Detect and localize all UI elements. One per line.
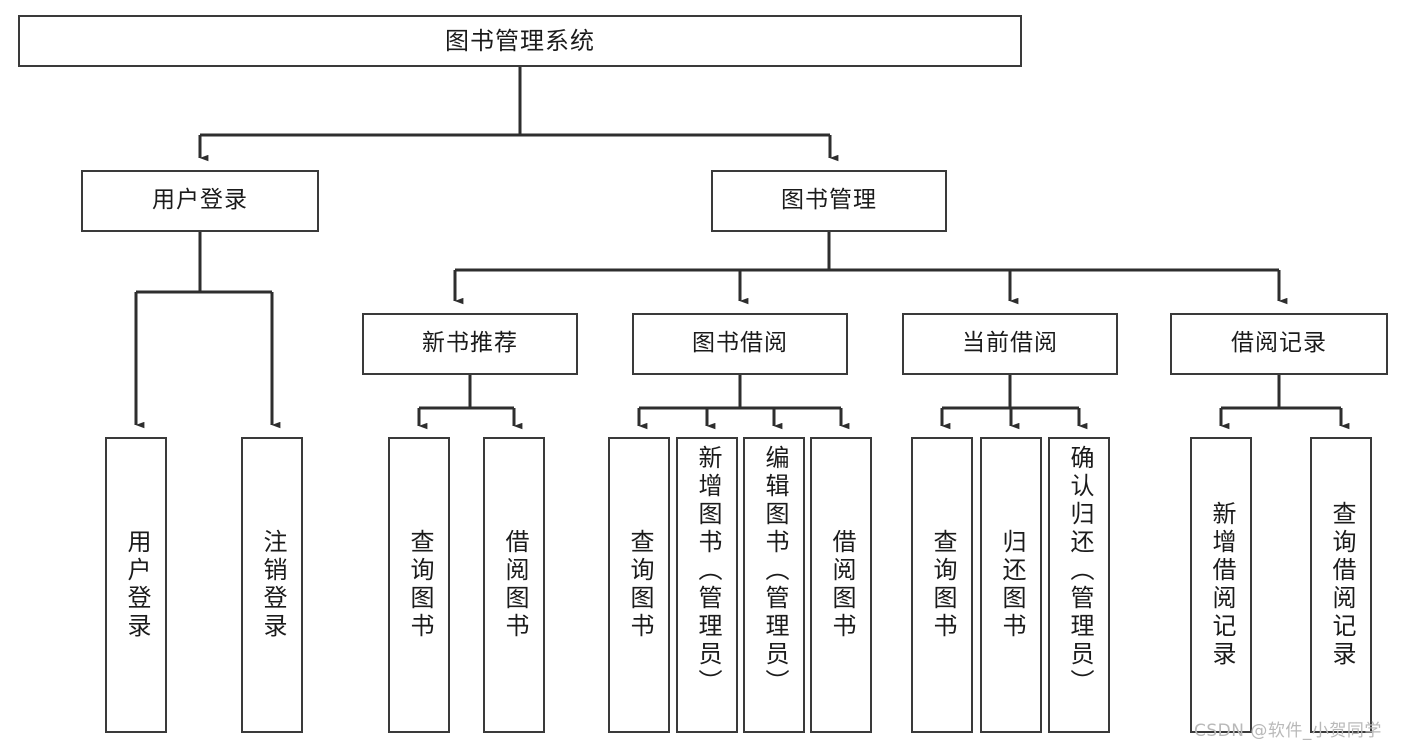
leaf-current-query-book[interactable]: 查询图书 <box>911 437 973 733</box>
leaf-edit-book-admin[interactable]: 编辑图书（管理员） <box>743 437 805 733</box>
leaf-query-borrow-record[interactable]: 查询借阅记录 <box>1310 437 1372 733</box>
leaf-user-logout-label: 注销登录 <box>258 529 287 641</box>
leaf-borrow-query-book-label: 查询图书 <box>625 529 654 641</box>
leaf-borrow-query-book-inner: 查询图书 <box>610 439 668 731</box>
leaf-borrow-query-book[interactable]: 查询图书 <box>608 437 670 733</box>
leaf-return-book-label: 归还图书 <box>997 529 1026 641</box>
leaf-user-logout[interactable]: 注销登录 <box>241 437 303 733</box>
node-book-borrow[interactable]: 图书借阅 <box>632 313 848 375</box>
leaf-add-borrow-record-label: 新增借阅记录 <box>1207 501 1236 669</box>
watermark: CSDN @软件_小贺同学 <box>1194 721 1382 741</box>
leaf-current-query-book-label: 查询图书 <box>928 529 957 641</box>
leaf-confirm-return-admin-label: 确认归还（管理员） <box>1065 445 1094 697</box>
leaf-borrow-book-label: 借阅图书 <box>827 529 856 641</box>
leaf-add-book-admin-label: 新增图书（管理员） <box>693 445 722 697</box>
leaf-recommend-borrow-book-label: 借阅图书 <box>500 529 529 641</box>
leaf-user-login-label: 用户登录 <box>122 529 151 641</box>
node-current-borrow-label: 当前借阅 <box>962 330 1058 357</box>
leaf-recommend-query-book-label: 查询图书 <box>405 529 434 641</box>
node-user-login[interactable]: 用户登录 <box>81 170 319 232</box>
leaf-query-borrow-record-label: 查询借阅记录 <box>1327 501 1356 669</box>
node-current-borrow[interactable]: 当前借阅 <box>902 313 1118 375</box>
leaf-return-book[interactable]: 归还图书 <box>980 437 1042 733</box>
leaf-add-borrow-record[interactable]: 新增借阅记录 <box>1190 437 1252 733</box>
node-book-borrow-label: 图书借阅 <box>692 330 788 357</box>
leaf-confirm-return-admin[interactable]: 确认归还（管理员） <box>1048 437 1110 733</box>
leaf-current-query-book-inner: 查询图书 <box>913 439 971 731</box>
node-new-book-recommend[interactable]: 新书推荐 <box>362 313 578 375</box>
leaf-add-book-admin[interactable]: 新增图书（管理员） <box>676 437 738 733</box>
leaf-user-login[interactable]: 用户登录 <box>105 437 167 733</box>
leaf-query-borrow-record-inner: 查询借阅记录 <box>1312 439 1370 731</box>
node-user-login-label: 用户登录 <box>152 187 248 214</box>
leaf-recommend-borrow-book[interactable]: 借阅图书 <box>483 437 545 733</box>
leaf-recommend-query-book[interactable]: 查询图书 <box>388 437 450 733</box>
node-root-label: 图书管理系统 <box>445 26 595 55</box>
leaf-borrow-book[interactable]: 借阅图书 <box>810 437 872 733</box>
node-borrow-record[interactable]: 借阅记录 <box>1170 313 1388 375</box>
node-book-manage[interactable]: 图书管理 <box>711 170 947 232</box>
leaf-borrow-book-inner: 借阅图书 <box>812 439 870 731</box>
leaf-confirm-return-admin-inner: 确认归还（管理员） <box>1050 439 1108 737</box>
leaf-edit-book-admin-label: 编辑图书（管理员） <box>760 445 789 697</box>
leaf-add-borrow-record-inner: 新增借阅记录 <box>1192 439 1250 731</box>
leaf-user-logout-inner: 注销登录 <box>243 439 301 731</box>
leaf-recommend-query-book-inner: 查询图书 <box>390 439 448 731</box>
leaf-user-login-inner: 用户登录 <box>107 439 165 731</box>
node-borrow-record-label: 借阅记录 <box>1231 330 1327 357</box>
leaf-add-book-admin-inner: 新增图书（管理员） <box>678 439 736 737</box>
leaf-edit-book-admin-inner: 编辑图书（管理员） <box>745 439 803 737</box>
node-new-book-recommend-label: 新书推荐 <box>422 330 518 357</box>
leaf-recommend-borrow-book-inner: 借阅图书 <box>485 439 543 731</box>
node-book-manage-label: 图书管理 <box>781 187 877 214</box>
node-root[interactable]: 图书管理系统 <box>18 15 1022 67</box>
leaf-return-book-inner: 归还图书 <box>982 439 1040 731</box>
